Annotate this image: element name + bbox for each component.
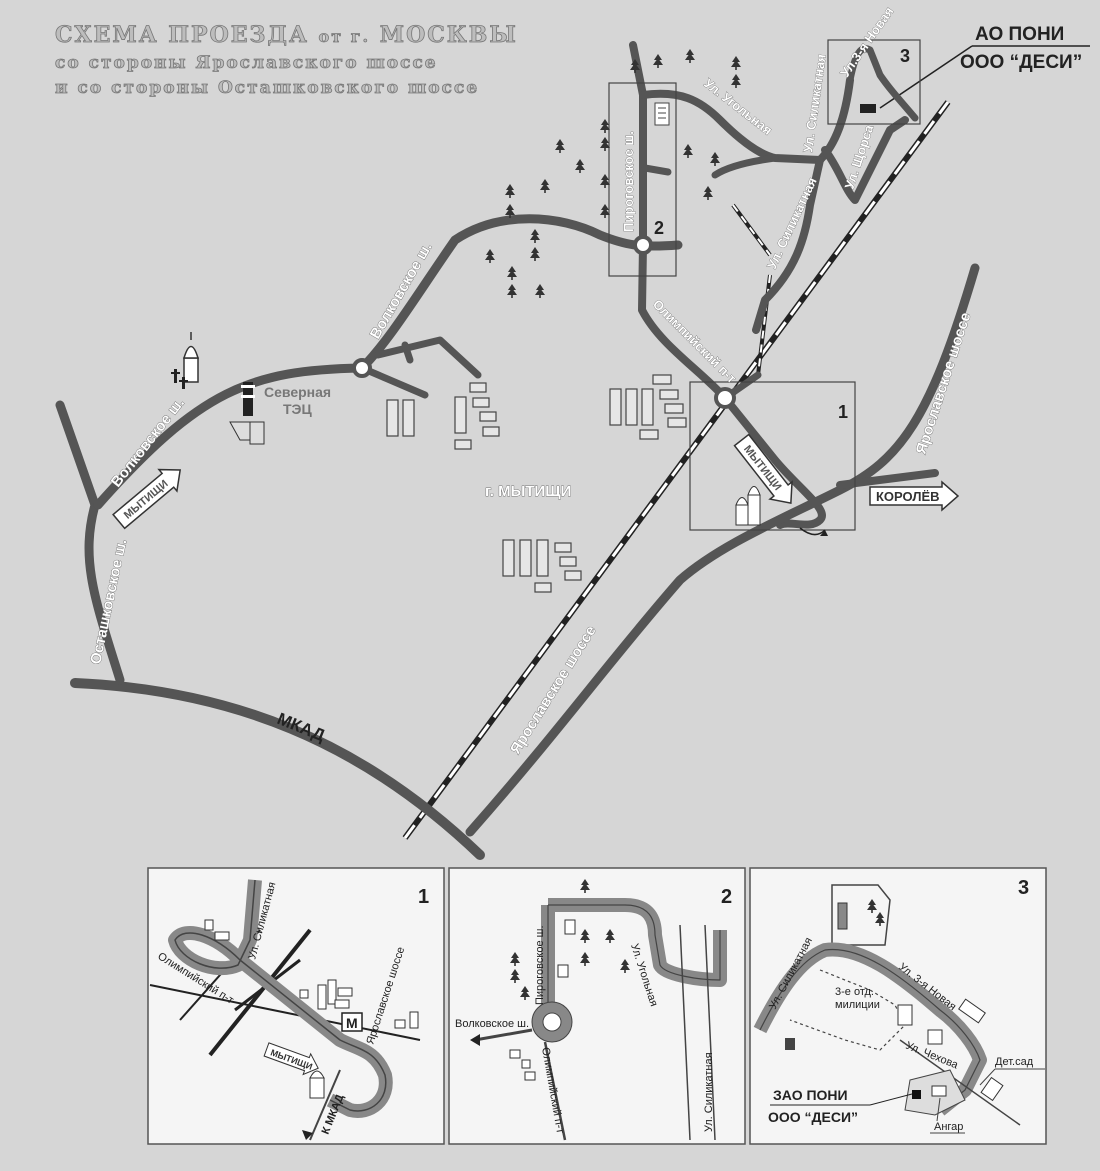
road-ugolnaya <box>639 76 854 164</box>
road-olimpiyskiy <box>638 241 729 402</box>
road-mkad <box>70 678 485 860</box>
title-line-3: и со стороны Осташковского шоссе <box>55 78 479 98</box>
title-line-2: со стороны Ярославского шоссе <box>55 53 438 73</box>
zone-frame-1 <box>689 381 856 531</box>
city-blocks <box>386 374 687 593</box>
roads <box>55 41 980 860</box>
road-silikatnaya <box>752 156 824 334</box>
inset-2-number: 2 <box>721 886 732 908</box>
company-marker <box>860 104 876 113</box>
roundabout-west <box>352 358 372 378</box>
svg-text:КОРОЛЁВ: КОРОЛЁВ <box>876 489 940 504</box>
svg-text:милиции: милиции <box>835 999 880 1011</box>
svg-text:Ул. Силикатная: Ул. Силикатная <box>703 1052 715 1132</box>
road-ostashkovskoe <box>55 400 125 685</box>
label-mkad: МКАД <box>275 709 328 745</box>
arrow-korolev: КОРОЛЁВ <box>869 480 960 512</box>
zone-number-2: 2 <box>654 218 664 238</box>
svg-text:3-е отд.: 3-е отд. <box>835 986 874 998</box>
svg-text:Волковское ш.: Волковское ш. <box>455 1018 529 1030</box>
church-east-icon <box>735 486 761 526</box>
label-silikatnaya-north: Ул. Силикатная <box>800 53 829 153</box>
company-label: АО ПОНИ ООО “ДЕСИ” <box>879 24 1090 109</box>
company-line-1: АО ПОНИ <box>975 24 1064 45</box>
tec-label-line-2: ТЭЦ <box>283 401 313 417</box>
label-pirogovskoe: Пироговское ш. <box>621 131 636 232</box>
svg-text:Ангар: Ангар <box>934 1121 963 1133</box>
svg-text:ООО “ДЕСИ”: ООО “ДЕСИ” <box>768 1109 858 1125</box>
inset-1-number: 1 <box>418 886 429 908</box>
company-line-2: ООО “ДЕСИ” <box>960 52 1082 73</box>
svg-text:Дет.сад: Дет.сад <box>995 1056 1034 1068</box>
label-3-novaya: Ул.3-я Новая <box>837 4 896 80</box>
label-shorsa: Ул. Щорса <box>842 122 877 191</box>
road-shorsa <box>821 116 909 204</box>
road-3-novaya <box>846 45 919 122</box>
tec-label-line-1: Северная <box>264 384 331 400</box>
zone-frame-2 <box>608 82 677 277</box>
svg-text:СХЕМА ПРОЕЗДА от г. МОСКВЫ: СХЕМА ПРОЕЗДА от г. МОСКВЫ <box>55 22 518 48</box>
inset-2: 2 Пироговское ш. Ул. Угольная Волковское… <box>448 867 746 1145</box>
roundabout-olimpiyskiy <box>714 387 736 409</box>
metro-icon: М <box>346 1015 358 1031</box>
church-icon <box>171 332 200 389</box>
zone-frame-3 <box>827 39 921 125</box>
building-pirogovskoe <box>654 102 670 126</box>
road-volkovskoe <box>93 214 683 510</box>
svg-text:ЗАО ПОНИ: ЗАО ПОНИ <box>773 1087 848 1103</box>
power-plant-icon <box>229 382 265 445</box>
label-yaroslavskoe-east: Ярославское шоссе <box>913 310 975 456</box>
zone-frames: 1 2 3 <box>608 39 921 531</box>
map-title: СХЕМА ПРОЕЗДА от г. МОСКВЫ со стороны Яр… <box>55 22 518 99</box>
label-city: г. МЫТИЩИ <box>485 483 571 500</box>
company-marker-inset <box>912 1090 921 1099</box>
roundabout-pirogovskoe <box>633 235 653 255</box>
zone-number-1: 1 <box>838 402 848 422</box>
inset-3: 3 Ул. Силикатная Ул. 3-я Новая 3-е отд. … <box>749 867 1047 1145</box>
svg-text:МЫТИЩИ: МЫТИЩИ <box>122 478 171 522</box>
inset-3-number: 3 <box>1018 877 1029 899</box>
inset-1: 1 М Ул. Силикатная Олимпийский п-т Яросл… <box>147 867 445 1145</box>
svg-text:Пироговское ш.: Пироговское ш. <box>534 925 546 1005</box>
road-yaroslavskoe <box>465 263 980 837</box>
zone-number-3: 3 <box>900 46 910 66</box>
